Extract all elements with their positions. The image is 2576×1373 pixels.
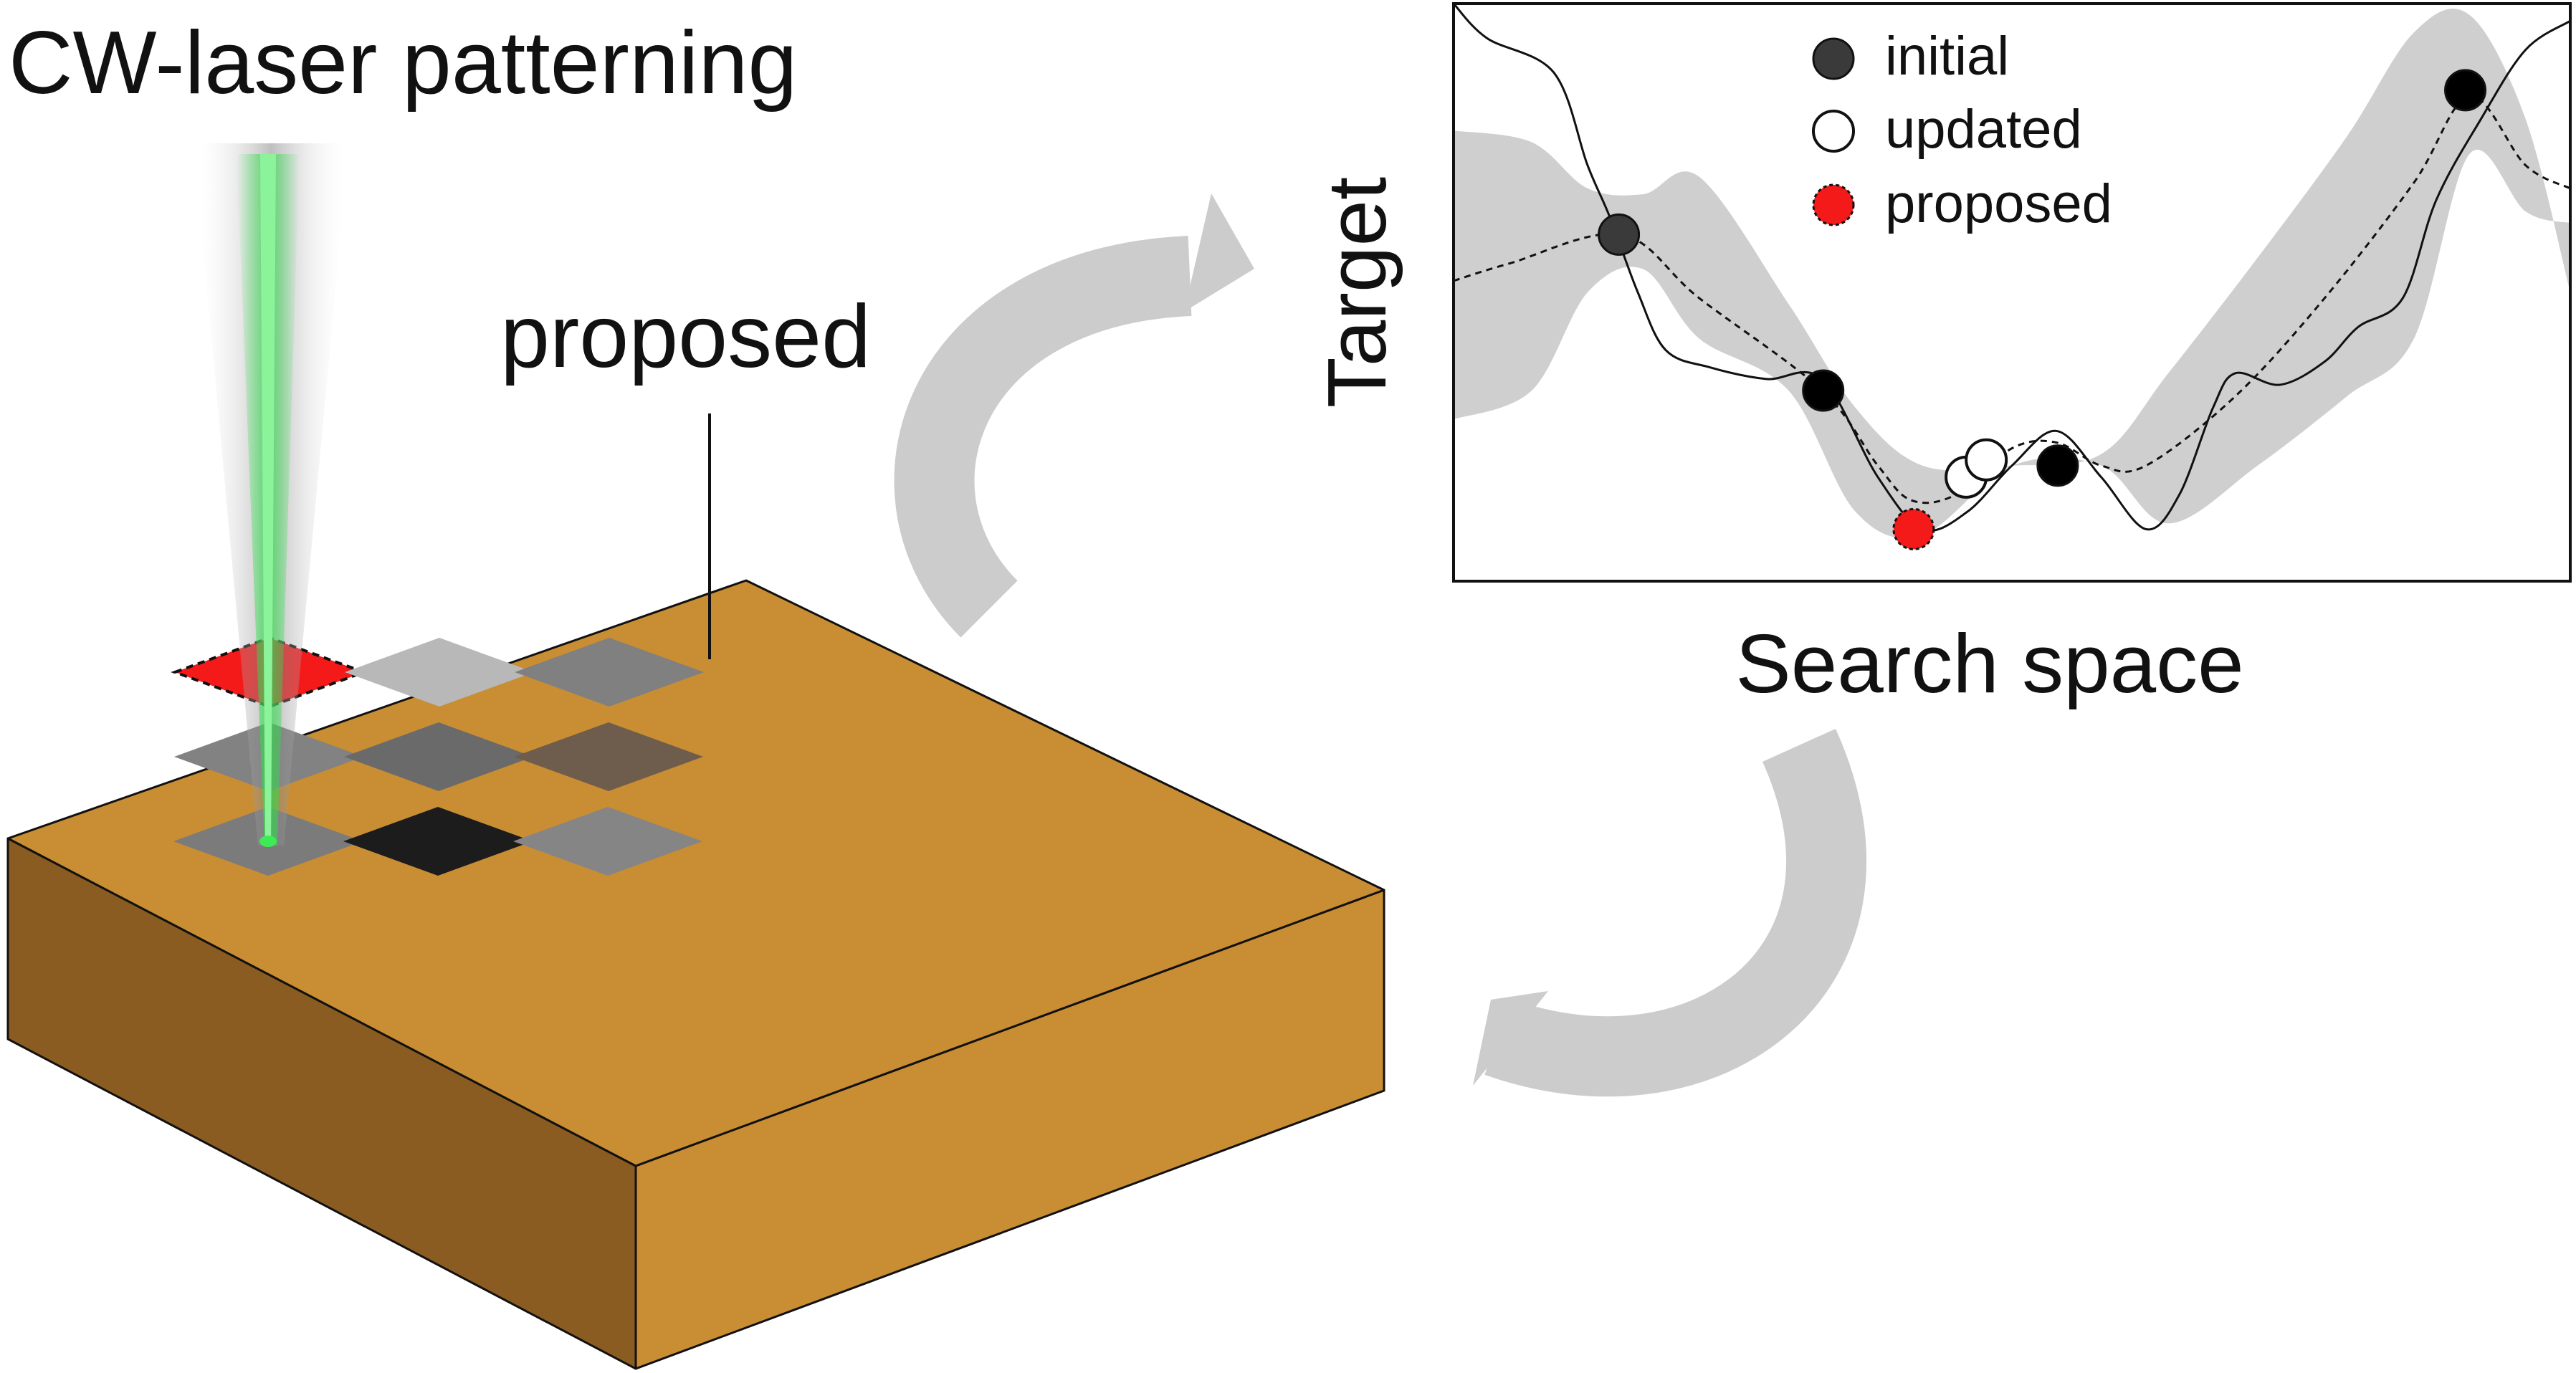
plot-area xyxy=(1454,4,2570,538)
sample-points xyxy=(1598,69,2487,550)
patterned-square xyxy=(345,638,534,707)
patterned-square xyxy=(513,807,702,876)
initial-point xyxy=(2036,444,2079,487)
cycle-arrow-lower-body xyxy=(1484,729,1867,1097)
initial-point xyxy=(1598,213,1641,256)
legend-proposed-label: proposed xyxy=(1885,173,2112,234)
patterned-squares xyxy=(171,636,704,876)
laser-core xyxy=(260,154,276,844)
cycle-arrow-lower-head xyxy=(1473,991,1548,1086)
title-label: CW-laser patterning xyxy=(9,14,797,113)
laser-spot xyxy=(259,836,277,847)
proposed-point xyxy=(1892,507,1935,550)
plot-frame xyxy=(1452,2,2572,583)
cycle-arrow-upper xyxy=(894,193,1254,638)
updated-point xyxy=(1965,438,2008,482)
patterned-square xyxy=(344,722,533,791)
patterned-square xyxy=(515,638,704,707)
legend: initial updated proposed xyxy=(1812,26,2112,234)
legend-updated-label: updated xyxy=(1885,99,2082,160)
legend-initial-label: initial xyxy=(1885,26,2009,87)
legend-updated-marker xyxy=(1812,110,1855,153)
uncertainty-band xyxy=(1454,9,2570,538)
proposed-callout-label: proposed xyxy=(500,287,871,386)
initial-point xyxy=(1802,369,1845,412)
cycle-arrow-lower xyxy=(1473,729,1867,1097)
y-axis-label: Target xyxy=(1310,177,1403,408)
legend-initial-marker xyxy=(1812,37,1855,80)
cycle-arrow-upper-head xyxy=(1184,193,1254,312)
initial-point xyxy=(2444,69,2487,112)
legend-proposed-marker xyxy=(1812,183,1855,226)
substrate-block xyxy=(6,579,1385,1370)
x-axis-label: Search space xyxy=(1735,617,2243,710)
laser-beam xyxy=(194,143,349,847)
patterned-square xyxy=(514,722,703,791)
bayesian-plot xyxy=(1452,2,2572,583)
patterned-square xyxy=(343,807,533,876)
cycle-arrow-upper-body xyxy=(894,236,1192,638)
